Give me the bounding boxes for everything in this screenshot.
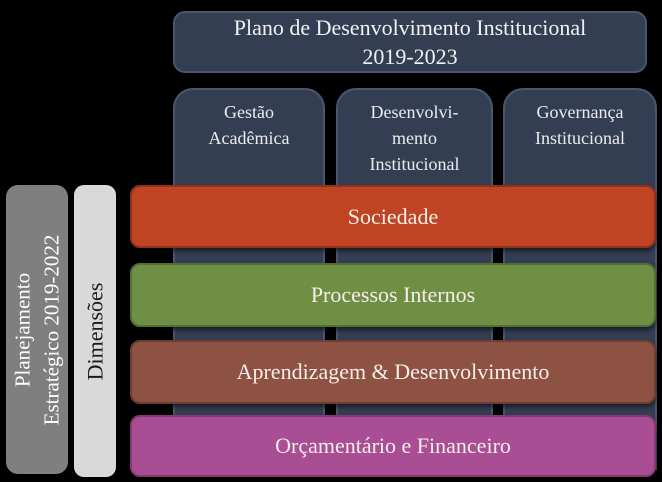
dimensoes-label: Dimensões: [82, 282, 108, 380]
pillar-label-line: Gestão: [224, 102, 274, 122]
pillar-label-line: Governança: [536, 102, 624, 122]
side-box-planejamento-estrategico: Planejamento Estratégico 2019-2022: [6, 185, 68, 474]
dimensoes-vertical-text: Dimensões: [81, 282, 110, 380]
pdi-title-line2: 2019-2023: [362, 44, 458, 69]
bar-orcamentario-financeiro-label: Orçamentário e Financeiro: [275, 433, 511, 458]
pillar-desenvolvimento-institucional-label: Desenvolvi- mento Institucional: [338, 90, 491, 177]
bar-sociedade: Sociedade: [130, 185, 656, 248]
pillar-label-line: Acadêmica: [208, 128, 290, 148]
bar-orcamentario-financeiro: Orçamentário e Financeiro: [130, 415, 656, 477]
pdi-title-box: Plano de Desenvolvimento Institucional 2…: [173, 11, 647, 73]
planejamento-estrategico-vertical-text: Planejamento Estratégico 2019-2022: [8, 234, 66, 425]
pillar-label-line: Institucional: [369, 154, 460, 174]
side-box-dimensoes: Dimensões: [74, 185, 116, 477]
pillar-gestao-academica-label: Gestão Acadêmica: [175, 90, 323, 151]
pdi-title-line1: Plano de Desenvolvimento Institucional: [233, 15, 587, 40]
pillar-label-line: mento: [392, 128, 437, 148]
pillar-label-line: Institucional: [535, 128, 625, 148]
bar-sociedade-label: Sociedade: [347, 203, 439, 229]
bar-aprendizagem-desenvolvimento-label: Aprendizagem & Desenvolvimento: [236, 359, 550, 384]
planejamento-line: Planejamento: [10, 272, 35, 387]
bar-aprendizagem-desenvolvimento: Aprendizagem & Desenvolvimento: [130, 340, 656, 404]
bar-processos-internos-label: Processos Internos: [310, 282, 476, 307]
bar-processos-internos: Processos Internos: [130, 263, 656, 327]
planejamento-line: Estratégico 2019-2022: [39, 234, 64, 425]
pillar-label-line: Desenvolvi-: [370, 102, 459, 122]
pillar-governanca-institucional-label: Governança Institucional: [505, 90, 655, 151]
